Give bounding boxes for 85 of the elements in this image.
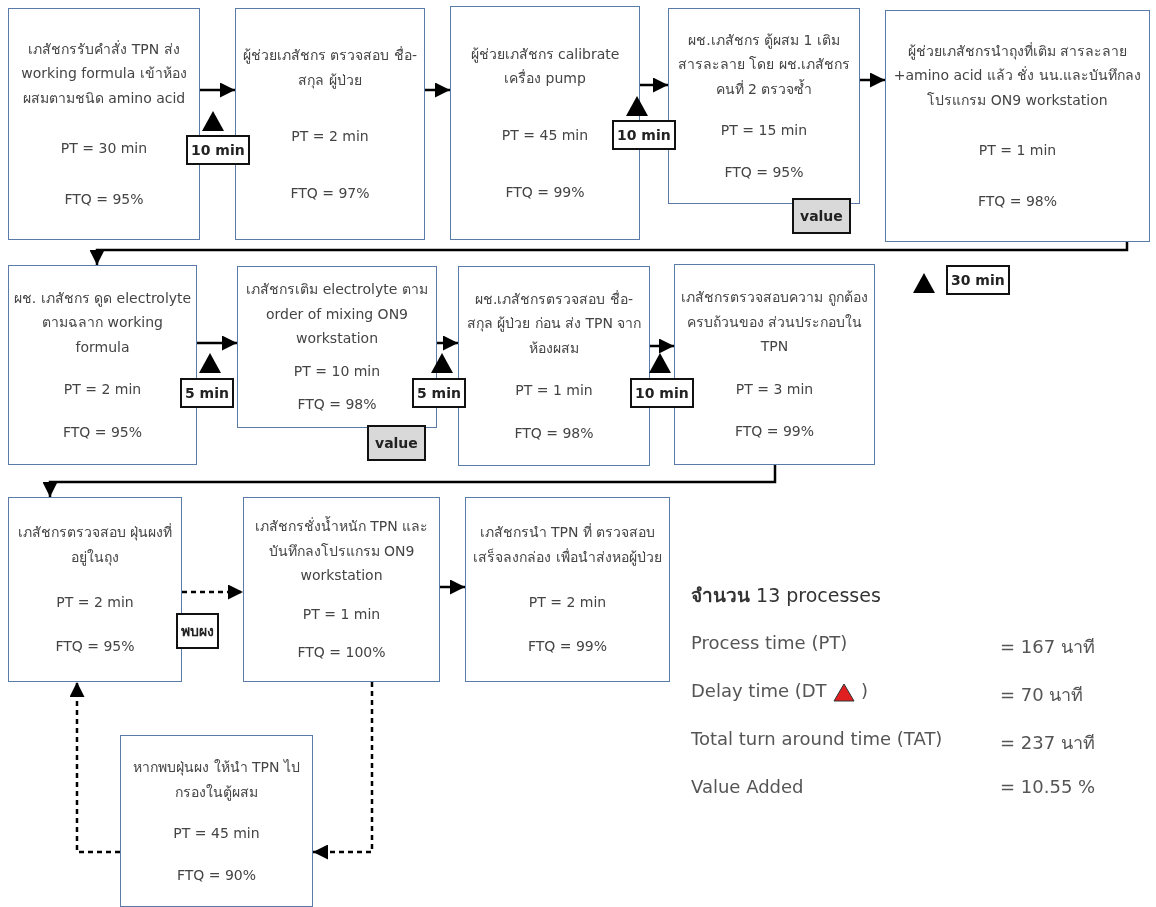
process-time: PT = 3 min bbox=[735, 379, 814, 399]
ftq-value: FTQ = 99% bbox=[734, 422, 815, 442]
delay-triangle-icon bbox=[430, 352, 454, 374]
metric-name: Total turn around time (TAT) bbox=[691, 728, 943, 749]
ftq-value: FTQ = 98% bbox=[297, 395, 377, 415]
step-description: เภสัชกรตรวจสอบ ฝุ่นผงที่อยู่ในถุง bbox=[16, 522, 174, 568]
metric-name: Process time (PT) bbox=[691, 632, 848, 653]
step-description: ผช.เภสัชกร ตู้ผสม 1 เติมสารละลาย โดย ผช.เภสัชกรคนที่ 2 ตรวจซ้ำ bbox=[676, 30, 852, 99]
delay-label: 10 min bbox=[630, 378, 694, 408]
metric-value: = 167 นาที bbox=[1000, 635, 1095, 659]
metric-name: Value Added bbox=[691, 776, 804, 797]
metric-value: = 70 นาที bbox=[1000, 683, 1084, 707]
process-count: จำนวน 13 processes bbox=[691, 583, 881, 608]
metric-name: Delay time (DT bbox=[691, 680, 827, 701]
arrow bbox=[440, 579, 465, 595]
process-box bbox=[450, 6, 640, 240]
ftq-value: FTQ = 99% bbox=[527, 637, 608, 657]
step-description: เภสัชกรตรวจสอบความ ถูกต้อง ครบถ้วนของ ส่วนประกอบใน TPN bbox=[680, 288, 869, 357]
ftq-value: FTQ = 95% bbox=[55, 637, 135, 657]
arrow bbox=[860, 72, 885, 88]
delay-label: 5 min bbox=[180, 378, 234, 408]
process-time: PT = 2 min bbox=[291, 127, 369, 146]
value-tag: value bbox=[792, 198, 851, 234]
step-description: ผู้ช่วยเภสัชกร ตรวจสอบ ชื่อ-สกุล ผู้ป่วย bbox=[242, 45, 418, 91]
arrow bbox=[197, 335, 237, 351]
step-description: เภสัชกรรับคำสั่ง TPN ส่ง working formula เข้าห้องผสมตามชนิด amino acid bbox=[20, 39, 188, 108]
process-box bbox=[8, 265, 197, 465]
dashed-arrow bbox=[313, 682, 374, 860]
step-description: เภสัชกรเติม electrolyte ตาม order of mixing ON9 workstation bbox=[245, 280, 429, 349]
step-description: เภสัชกรนำ TPN ที่ ตรวจสอบเสร็จลงกล่อง เพื่อนำส่งหอผู้ป่วย bbox=[472, 522, 663, 568]
process-box bbox=[885, 10, 1150, 242]
process-time: PT = 2 min bbox=[63, 380, 142, 400]
step-description: ผู้ช่วยเภสัชกรนำถุงที่เติม สารละลาย +amino acid แล้ว ชั่ง นน.และบันทึกลงโปรแกรม ON9 workstation bbox=[892, 41, 1143, 110]
ftq-value: FTQ = 98% bbox=[514, 423, 594, 443]
edge-label: พบผง bbox=[176, 613, 219, 649]
arrow bbox=[42, 465, 777, 497]
dashed-arrow bbox=[182, 584, 243, 600]
delay-triangle-icon bbox=[648, 352, 672, 374]
arrow bbox=[200, 82, 235, 98]
ftq-value: FTQ = 95% bbox=[64, 189, 144, 209]
process-time: PT = 1 min bbox=[978, 141, 1057, 161]
process-time: PT = 2 min bbox=[528, 592, 607, 612]
process-time: PT = 45 min bbox=[173, 824, 260, 843]
delay-triangle-icon bbox=[912, 272, 936, 294]
process-time: PT = 45 min bbox=[501, 126, 589, 145]
ftq-value: FTQ = 97% bbox=[290, 183, 370, 203]
process-time: PT = 2 min bbox=[56, 592, 134, 612]
arrow bbox=[640, 77, 668, 93]
arrow bbox=[650, 338, 674, 354]
delay-triangle-icon bbox=[198, 352, 222, 374]
dashed-arrow bbox=[69, 682, 120, 854]
delay-triangle-icon bbox=[625, 95, 649, 117]
process-box bbox=[668, 8, 860, 204]
ftq-value: FTQ = 95% bbox=[724, 162, 804, 182]
delay-label: 10 min bbox=[186, 135, 250, 165]
ftq-value: FTQ = 99% bbox=[505, 183, 585, 202]
ftq-value: FTQ = 90% bbox=[176, 865, 257, 885]
arrow bbox=[89, 241, 1129, 265]
process-time: PT = 1 min bbox=[515, 381, 593, 401]
process-box bbox=[465, 497, 670, 682]
ftq-value: FTQ = 98% bbox=[977, 191, 1058, 211]
process-box bbox=[120, 735, 313, 907]
ftq-value: FTQ = 95% bbox=[62, 422, 143, 442]
value-tag: value bbox=[367, 425, 426, 461]
metric-value: = 237 นาที bbox=[1000, 731, 1095, 755]
process-time: PT = 10 min bbox=[293, 362, 381, 382]
process-box bbox=[243, 497, 440, 682]
arrow bbox=[437, 335, 458, 351]
step-description: หากพบฝุ่นผง ให้นำ TPN ไปกรองในตู้ผสม bbox=[132, 758, 301, 803]
process-box bbox=[8, 497, 182, 682]
process-time: PT = 1 min bbox=[302, 604, 381, 624]
arrow bbox=[425, 82, 450, 98]
ftq-value: FTQ = 100% bbox=[297, 643, 386, 663]
delay-label: 30 min bbox=[946, 265, 1010, 295]
step-description: ผช. เภสัชกร ดูด electrolyte ตามฉลาก working formula bbox=[13, 288, 192, 357]
process-time: PT = 30 min bbox=[60, 139, 148, 159]
process-time: PT = 15 min bbox=[720, 121, 808, 141]
step-description: เภสัชกรชั่งน้ำหนัก TPN และบันทึกลงโปรแกรม ON9 workstation bbox=[253, 515, 430, 586]
bracket-text: ) bbox=[861, 680, 869, 701]
delay-triangle-icon bbox=[201, 110, 225, 132]
metric-value: = 10.55 % bbox=[1000, 776, 1096, 797]
delay-label: 5 min bbox=[412, 378, 466, 408]
delay-label: 10 min bbox=[612, 120, 676, 150]
step-description: ผช.เภสัชกรตรวจสอบ ชื่อ-สกุล ผู้ป่วย ก่อน ส่ง TPN จากห้องผสม bbox=[465, 289, 643, 358]
step-description: ผู้ช่วยเภสัชกร calibrate เครื่อง pump bbox=[469, 44, 621, 88]
